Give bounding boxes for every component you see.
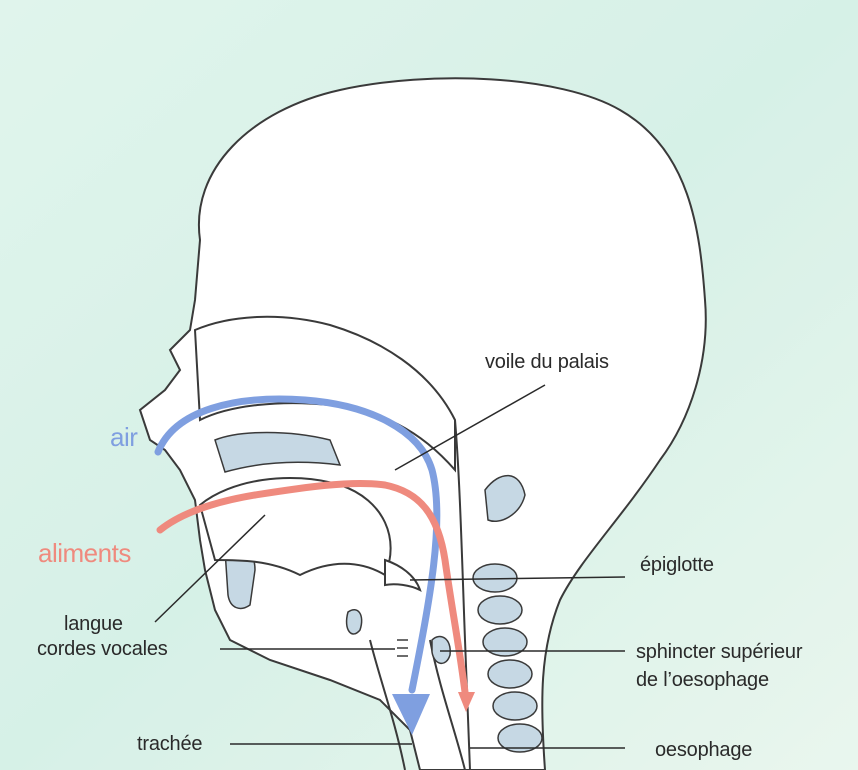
hyoid-bone bbox=[347, 610, 362, 634]
air-flow-label: air bbox=[110, 422, 137, 452]
label-trachee: trachée bbox=[137, 732, 202, 756]
label-voile-du-palais: voile du palais bbox=[485, 350, 609, 374]
label-sphincter-line1: sphincter supérieur bbox=[636, 640, 802, 664]
label-sphincter-line2: de l’oesophage bbox=[636, 668, 769, 692]
label-langue: langue bbox=[64, 612, 123, 636]
sphincter-shape bbox=[432, 636, 450, 663]
label-oesophage: oesophage bbox=[655, 738, 752, 762]
food-flow-label: aliments bbox=[38, 538, 131, 568]
label-epiglotte: épiglotte bbox=[640, 553, 714, 577]
label-cordes-vocales: cordes vocales bbox=[37, 637, 168, 661]
